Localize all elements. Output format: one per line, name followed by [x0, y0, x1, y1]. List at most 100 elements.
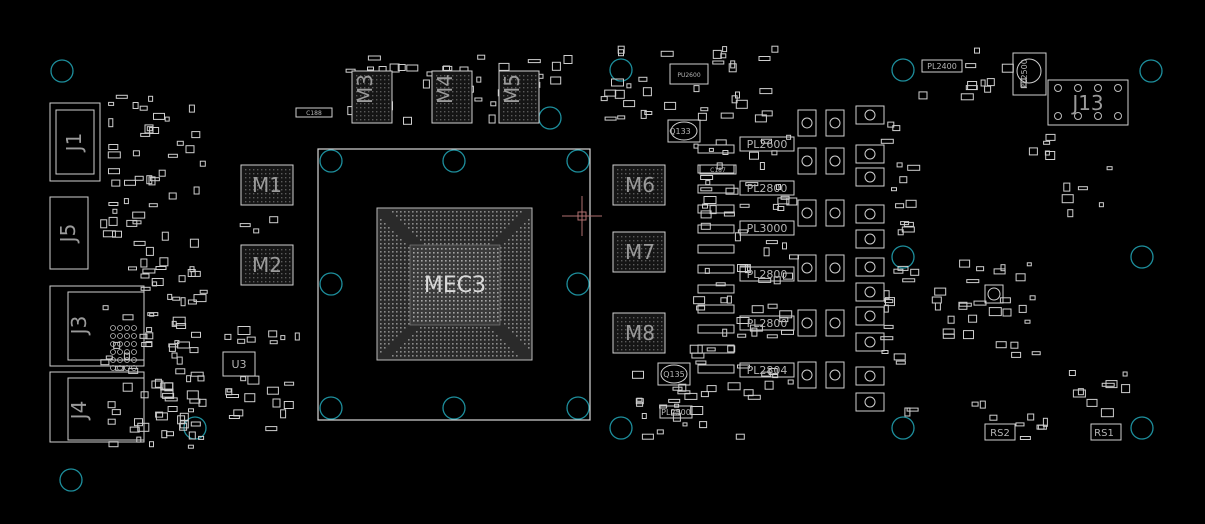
mounting-holes: [50, 58, 1163, 492]
bga-ball: [460, 351, 462, 353]
smd-component: [199, 160, 206, 167]
memory-ball: [261, 249, 263, 251]
bga-ball: [424, 227, 426, 229]
bga-ball: [388, 307, 390, 309]
memory-ball: [633, 256, 635, 258]
bga-core-ball: [425, 288, 427, 290]
bga-core-ball: [441, 252, 443, 254]
bga-core-ball: [497, 264, 499, 266]
bga-core-ball: [469, 296, 471, 298]
bga-ball: [448, 231, 450, 233]
bga-core-ball: [485, 320, 487, 322]
smd-component: [139, 105, 148, 111]
vrm-marking: [829, 369, 841, 381]
memory-ball: [637, 181, 639, 183]
bga-ball: [432, 231, 434, 233]
bga-core-ball: [441, 284, 443, 286]
memory-ball: [273, 201, 275, 203]
connector-pin: [131, 333, 137, 339]
memory-ball: [649, 240, 651, 242]
memory-ball: [617, 248, 619, 250]
bga-ball: [508, 255, 510, 257]
bga-core-ball: [457, 312, 459, 314]
smd-component: [1077, 388, 1084, 396]
bga-ball: [408, 215, 410, 217]
smd-component: [758, 277, 772, 283]
bga-core-ball: [425, 316, 427, 318]
bga-core-ball: [489, 260, 491, 262]
smd-component: [668, 398, 681, 403]
bga-core-ball: [489, 292, 491, 294]
smd-component: [168, 192, 177, 200]
bga-ball: [520, 287, 522, 289]
smd-component: [167, 406, 178, 412]
bga-ball: [472, 351, 474, 353]
memory-ball: [645, 256, 647, 258]
memory-ball: [527, 79, 529, 81]
memory-ball: [384, 91, 386, 93]
memory-ball: [448, 95, 450, 97]
smd-component: [477, 54, 486, 60]
bga-core-ball: [477, 260, 479, 262]
memory-ball: [641, 201, 643, 203]
memory-ball: [356, 119, 358, 121]
bga-ball: [380, 323, 382, 325]
memory-ball: [249, 253, 251, 255]
bga-core-ball: [421, 256, 423, 258]
bga-ball: [516, 279, 518, 281]
bga-ball: [496, 351, 498, 353]
smd-component: [727, 345, 736, 353]
memory-ball: [384, 87, 386, 89]
bga-ball: [524, 331, 526, 333]
bga-core-ball: [469, 256, 471, 258]
bga-ball: [432, 219, 434, 221]
smd-component: [1037, 424, 1047, 430]
memory-ball: [436, 111, 438, 113]
bga-ball: [424, 343, 426, 345]
smd-component: [988, 307, 1002, 317]
memory-ball: [452, 99, 454, 101]
smd-component: [113, 341, 121, 349]
bga-ball: [456, 227, 458, 229]
bga-ball: [484, 235, 486, 237]
connector-pin: [1054, 84, 1062, 92]
bga-ball: [516, 267, 518, 269]
memory-ball: [625, 244, 627, 246]
bga-core-ball: [417, 292, 419, 294]
memory-ball: [645, 325, 647, 327]
smd-component: [283, 401, 294, 409]
memory-ball: [503, 91, 505, 93]
j3-label: J3: [67, 316, 91, 337]
bga-core-ball: [417, 252, 419, 254]
memory-ball: [460, 83, 462, 85]
memory-ball: [515, 91, 517, 93]
pl2600-label: PL2600: [747, 138, 788, 151]
bga-core-ball: [441, 288, 443, 290]
bga-ball: [404, 267, 406, 269]
memory-ball: [436, 75, 438, 77]
bga-core-ball: [489, 308, 491, 310]
smd-component: [636, 397, 643, 402]
bga-core-ball: [457, 284, 459, 286]
smd-component: [895, 203, 905, 209]
bga-ball: [408, 287, 410, 289]
smd-component: [108, 101, 115, 106]
memory-ball: [657, 193, 659, 195]
memory-ball: [629, 177, 631, 179]
bga-ball: [400, 219, 402, 221]
bga-ball: [460, 343, 462, 345]
bga-core-ball: [413, 288, 415, 290]
bga-ball: [524, 339, 526, 341]
bga-ball: [392, 295, 394, 297]
memory-ball: [523, 107, 525, 109]
memory-ball: [515, 83, 517, 85]
memory-ball: [360, 119, 362, 121]
memory-ball: [289, 193, 291, 195]
memory-ball: [269, 249, 271, 251]
bga-core-ball: [449, 276, 451, 278]
memory-ball: [277, 189, 279, 191]
bga-core-ball: [489, 316, 491, 318]
bga-ball: [504, 319, 506, 321]
bga-ball: [380, 295, 382, 297]
memory-ball: [452, 91, 454, 93]
